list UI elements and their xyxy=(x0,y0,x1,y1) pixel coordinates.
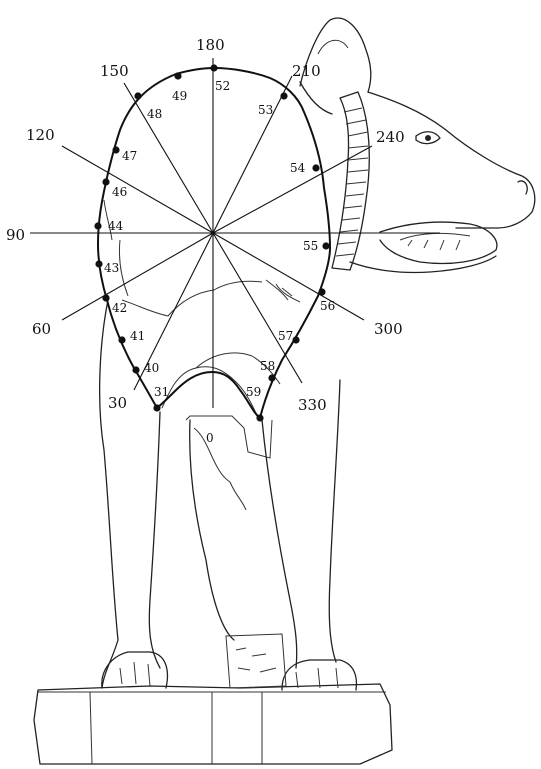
statue-sketch xyxy=(34,18,535,764)
angle-rays xyxy=(30,58,440,408)
point-31 xyxy=(153,404,160,411)
point-57 xyxy=(292,336,299,343)
angle-label-210: 210 xyxy=(292,62,321,80)
measurement-points xyxy=(94,64,329,421)
point-58 xyxy=(268,374,275,381)
point-label-42: 42 xyxy=(112,301,127,315)
left-leg xyxy=(100,300,118,688)
point-label-43: 43 xyxy=(104,261,119,275)
head xyxy=(368,92,535,228)
point-43 xyxy=(95,260,102,267)
point-label-49: 49 xyxy=(172,89,187,103)
point-46 xyxy=(102,178,109,185)
angle-label-30: 30 xyxy=(108,394,127,412)
angle-label-300: 300 xyxy=(374,320,403,338)
point-label-57: 57 xyxy=(278,329,293,343)
point-label-48: 48 xyxy=(147,107,162,121)
point-40 xyxy=(132,366,139,373)
angle-label-240: 240 xyxy=(376,128,405,146)
angle-label-90: 90 xyxy=(6,226,25,244)
point-42 xyxy=(102,294,109,301)
point-56 xyxy=(318,288,325,295)
point-49 xyxy=(174,72,181,79)
point-54 xyxy=(312,164,319,171)
angle-label-120: 120 xyxy=(26,126,55,144)
angle-label-150: 150 xyxy=(100,62,129,80)
point-48 xyxy=(134,92,141,99)
point-47 xyxy=(112,146,119,153)
point-label-44: 44 xyxy=(108,219,124,233)
point-label-56: 56 xyxy=(320,299,335,313)
point-44 xyxy=(94,222,101,229)
ear xyxy=(300,18,371,92)
point-label-46: 46 xyxy=(112,185,127,199)
point-label-59: 59 xyxy=(246,385,261,399)
point-59 xyxy=(256,414,263,421)
point-label-53: 53 xyxy=(258,103,273,117)
point-41 xyxy=(118,336,125,343)
point-label-58: 58 xyxy=(260,359,275,373)
collar xyxy=(332,92,369,270)
point-label-54: 54 xyxy=(290,161,306,175)
point-label-52: 52 xyxy=(215,79,230,93)
point-52 xyxy=(210,64,217,71)
angle-label-330: 330 xyxy=(298,396,327,414)
angle-label-60: 60 xyxy=(32,320,51,338)
point-53 xyxy=(280,92,287,99)
point-label-31: 31 xyxy=(154,385,169,399)
point-label-55: 55 xyxy=(303,239,318,253)
point-label-47: 47 xyxy=(122,149,137,163)
point-label-41: 41 xyxy=(130,329,145,343)
point-labels: 52 49 48 53 47 54 46 44 55 43 42 56 41 5… xyxy=(104,79,335,445)
point-label-40: 40 xyxy=(144,361,159,375)
point-55 xyxy=(322,242,329,249)
angle-label-180: 180 xyxy=(196,36,225,54)
angle-labels: 180 150 210 120 240 90 60 300 30 330 xyxy=(6,36,405,414)
measured-contour xyxy=(98,68,330,418)
base-plinth xyxy=(34,684,392,764)
plinth-mark: 0 xyxy=(206,431,214,445)
